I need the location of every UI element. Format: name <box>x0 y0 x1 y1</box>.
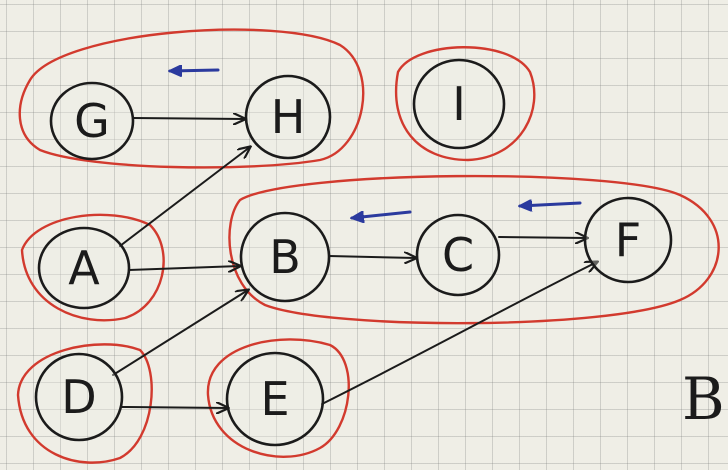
edges-layer <box>112 118 597 408</box>
node-h: H <box>244 74 332 160</box>
edge-c-f <box>498 237 587 238</box>
reverse-arrows-layer <box>170 70 582 218</box>
group-outline-i <box>394 46 536 162</box>
edge-a-h <box>119 147 250 247</box>
node-c: C <box>415 213 501 297</box>
edge-g-h <box>132 118 245 119</box>
node-circle-b <box>239 211 331 303</box>
node-d: D <box>34 352 124 442</box>
node-label-i: I <box>452 77 466 131</box>
node-label-c: C <box>442 228 474 282</box>
node-circle-d <box>34 352 124 442</box>
groups-layer <box>16 28 720 464</box>
node-label-f: F <box>615 213 641 267</box>
node-e: E <box>225 351 325 447</box>
node-label-e: E <box>260 372 289 426</box>
node-circle-a <box>37 226 131 310</box>
node-b: B <box>239 211 331 303</box>
corner-label: B <box>682 365 725 433</box>
node-circle-f <box>583 196 673 284</box>
reverse-arrow-c-f <box>520 203 582 206</box>
node-a: A <box>37 226 131 310</box>
node-label-h: H <box>271 90 306 144</box>
node-label-b: B <box>269 230 301 284</box>
edge-e-f <box>321 262 597 405</box>
edge-b-c <box>328 256 416 258</box>
node-label-g: G <box>74 94 110 148</box>
group-outline-e <box>206 338 350 458</box>
group-outline-d <box>16 343 153 464</box>
edge-d-e <box>121 407 228 408</box>
node-f: F <box>583 196 673 284</box>
group-outline-bcf <box>228 174 720 325</box>
group-outline-a <box>20 213 165 322</box>
node-g: G <box>49 81 135 161</box>
node-i: I <box>412 58 506 150</box>
node-circle-e <box>225 351 325 447</box>
node-label-a: A <box>68 241 100 295</box>
node-circle-g <box>49 81 135 161</box>
node-circle-h <box>244 74 332 160</box>
reverse-arrow-g-h <box>170 70 220 71</box>
edge-d-b <box>112 290 248 376</box>
group-outline-gh <box>18 28 365 169</box>
node-circle-c <box>415 213 501 297</box>
node-label-d: D <box>61 370 96 424</box>
nodes-layer: G H I A B C F D E <box>34 58 673 447</box>
node-circle-i <box>412 58 506 150</box>
reverse-arrow-b-c <box>352 210 412 218</box>
edge-a-b <box>128 266 240 270</box>
